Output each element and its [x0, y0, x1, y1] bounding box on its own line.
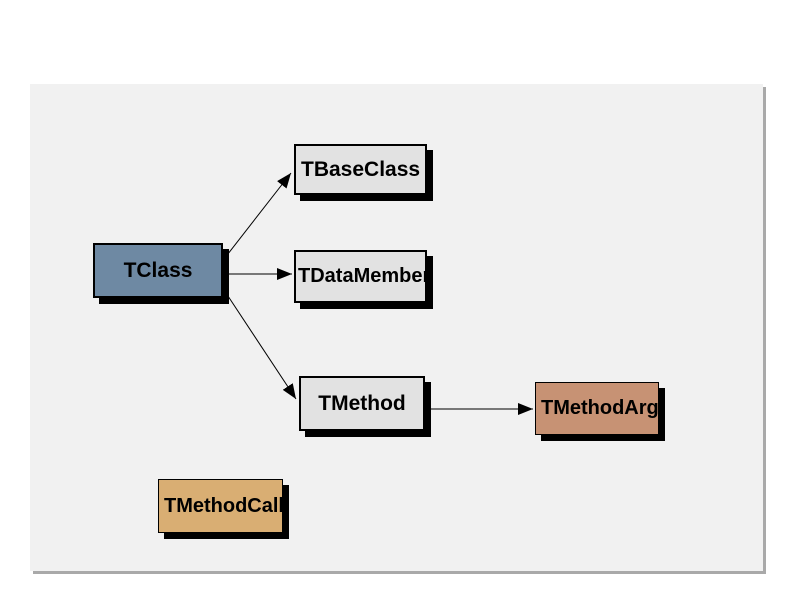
node-tdatamember-label: TDataMember	[298, 265, 427, 287]
node-tmethodarg[interactable]: TMethodArg	[535, 382, 659, 435]
node-tmethodcall-label: TMethodCall	[164, 494, 283, 517]
node-tclass[interactable]: TClass	[93, 243, 223, 298]
node-tmethod[interactable]: TMethod	[299, 376, 425, 431]
node-tbaseclass-label: TBaseClass	[301, 157, 421, 181]
node-tdatamember[interactable]: TDataMember	[294, 250, 427, 303]
node-tmethod-label: TMethod	[318, 391, 406, 415]
node-tbaseclass[interactable]: TBaseClass	[294, 144, 427, 195]
node-tclass-label: TClass	[123, 258, 193, 282]
node-tmethodcall[interactable]: TMethodCall	[158, 479, 283, 533]
node-tmethodarg-label: TMethodArg	[541, 397, 659, 419]
